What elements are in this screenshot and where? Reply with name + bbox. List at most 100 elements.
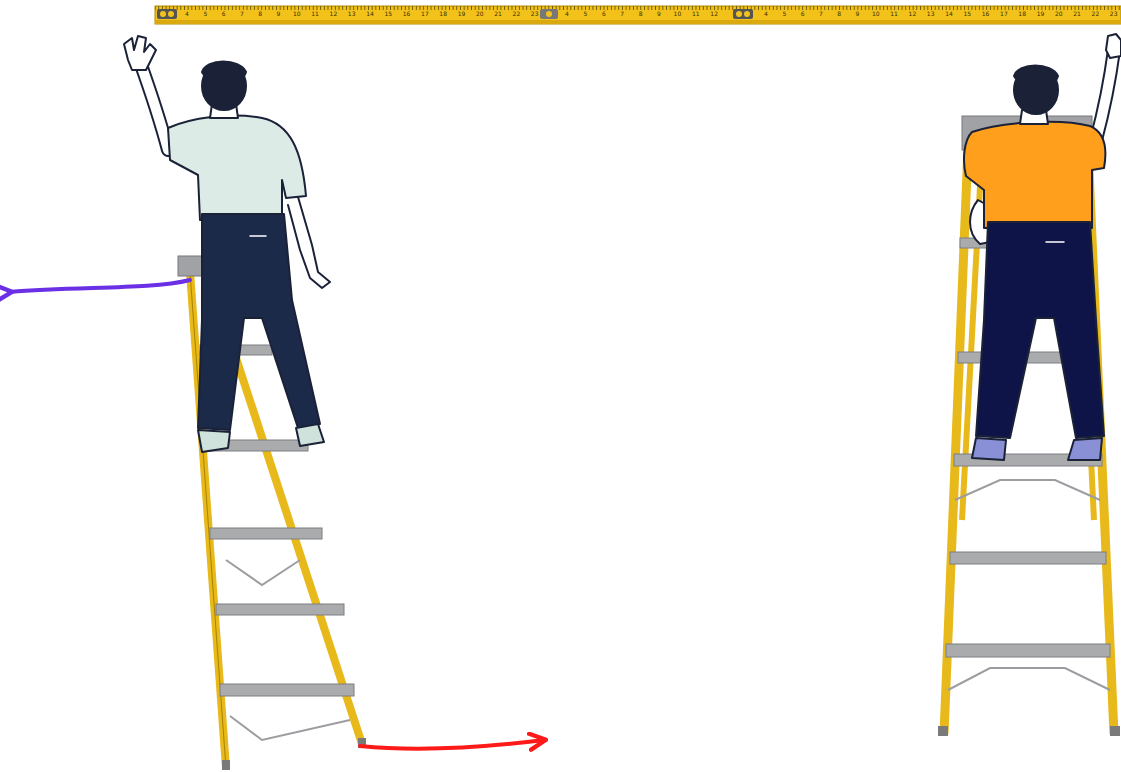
right-man-part: [976, 222, 1104, 438]
tape-number: 23: [1110, 10, 1118, 18]
tape-number: 21: [1073, 10, 1081, 18]
tape-number: 5: [782, 10, 786, 18]
tape-measure-part: [744, 11, 750, 17]
tape-number: 16: [982, 10, 990, 18]
tape-measure-part: [155, 20, 1121, 24]
tape-number: 9: [657, 10, 661, 18]
tape-number: 20: [1055, 10, 1063, 18]
tape-number: 12: [710, 10, 718, 18]
tape-number: 10: [674, 10, 682, 18]
tape-number: 13: [348, 10, 356, 18]
right-man-part: [1096, 50, 1114, 140]
tape-number: 16: [403, 10, 411, 18]
left-man-part: [250, 235, 266, 237]
left-ladder-part: [220, 684, 354, 696]
right-ladder-part: [938, 726, 948, 736]
right-ladder-part: [950, 552, 1106, 564]
tape-measure-part: [160, 11, 166, 17]
tape-number: 4: [764, 10, 768, 18]
right-man-part: [1014, 66, 1058, 82]
left-man-part: [168, 116, 306, 220]
slip-arrow: [360, 740, 544, 749]
tape-number: 6: [801, 10, 805, 18]
tape-number: 11: [311, 10, 319, 18]
tape-number: 10: [293, 10, 301, 18]
right-man: [964, 34, 1121, 460]
tape-measure-part: [157, 9, 753, 19]
right-man-part: [964, 122, 1105, 228]
left-ladder-part: [216, 604, 344, 615]
right-ladder-part: [955, 480, 1100, 500]
left-man-part: [198, 430, 230, 452]
right-ladder: [938, 116, 1120, 736]
tape-number: 5: [583, 10, 587, 18]
tape-number: 14: [945, 10, 953, 18]
tape-number: 12: [330, 10, 338, 18]
tape-number: 19: [1037, 10, 1045, 18]
tape-number: 5: [203, 10, 207, 18]
tape-number: 10: [872, 10, 880, 18]
tape-number: 7: [240, 10, 244, 18]
push-arrow: [10, 280, 190, 292]
right-ladder-part: [948, 480, 1110, 690]
tape-measure-part: [540, 9, 558, 19]
left-ladder-part: [222, 760, 230, 770]
left-ladder-part: [226, 560, 300, 585]
tape-measure-part: [168, 11, 174, 17]
tape-number: 8: [837, 10, 841, 18]
tape-number: 11: [890, 10, 898, 18]
tape-number: 19: [458, 10, 466, 18]
tape-number: 4: [185, 10, 189, 18]
tape-number: 22: [513, 10, 521, 18]
tape-number: 20: [476, 10, 484, 18]
tape-number: 14: [366, 10, 374, 18]
left-ladder-part: [230, 716, 350, 740]
tape-number: 23: [531, 10, 539, 18]
tape-number: 6: [602, 10, 606, 18]
right-man-part: [1106, 34, 1121, 58]
tape-number: 4: [565, 10, 569, 18]
tape-measure-part: [157, 9, 177, 19]
tape-number: 17: [1000, 10, 1008, 18]
tape-measure-part: [155, 6, 1121, 24]
tape-number: 18: [1018, 10, 1026, 18]
tape-number: 7: [819, 10, 823, 18]
left-man-part: [198, 214, 320, 430]
tape-number: 9: [277, 10, 281, 18]
left-man: [124, 36, 330, 452]
tape-number: 21: [494, 10, 502, 18]
right-man-part: [1046, 241, 1064, 243]
tape-measure-part: [546, 11, 552, 17]
tape-number: 8: [639, 10, 643, 18]
tape-number: 7: [620, 10, 624, 18]
right-man-part: [1014, 66, 1058, 114]
right-man-part: [1096, 50, 1114, 140]
right-ladder-part: [948, 668, 1110, 690]
right-man-part: [972, 438, 1006, 460]
tape-number: 12: [909, 10, 917, 18]
right-ladder-part: [946, 644, 1110, 657]
tape-measure-part: [733, 9, 753, 19]
left-man-part: [202, 62, 246, 78]
tape-number: 22: [1092, 10, 1100, 18]
left-man-part: [202, 62, 246, 110]
tape-number: 13: [927, 10, 935, 18]
tape-number: 8: [258, 10, 262, 18]
left-man-part: [140, 62, 168, 150]
tape-measure: [155, 6, 1121, 24]
tape-measure-part: [155, 6, 1121, 24]
left-ladder-part: [210, 528, 322, 539]
tape-measure-part: [736, 11, 742, 17]
left-man-part: [140, 62, 168, 150]
right-ladder-part: [1110, 726, 1120, 736]
tape-number: 18: [439, 10, 447, 18]
left-man-part: [288, 190, 330, 288]
tape-number: 17: [421, 10, 429, 18]
tape-number: 9: [856, 10, 860, 18]
tape-number: 6: [222, 10, 226, 18]
tape-number: 15: [384, 10, 392, 18]
tape-number: 15: [963, 10, 971, 18]
left-man-part: [124, 36, 156, 70]
